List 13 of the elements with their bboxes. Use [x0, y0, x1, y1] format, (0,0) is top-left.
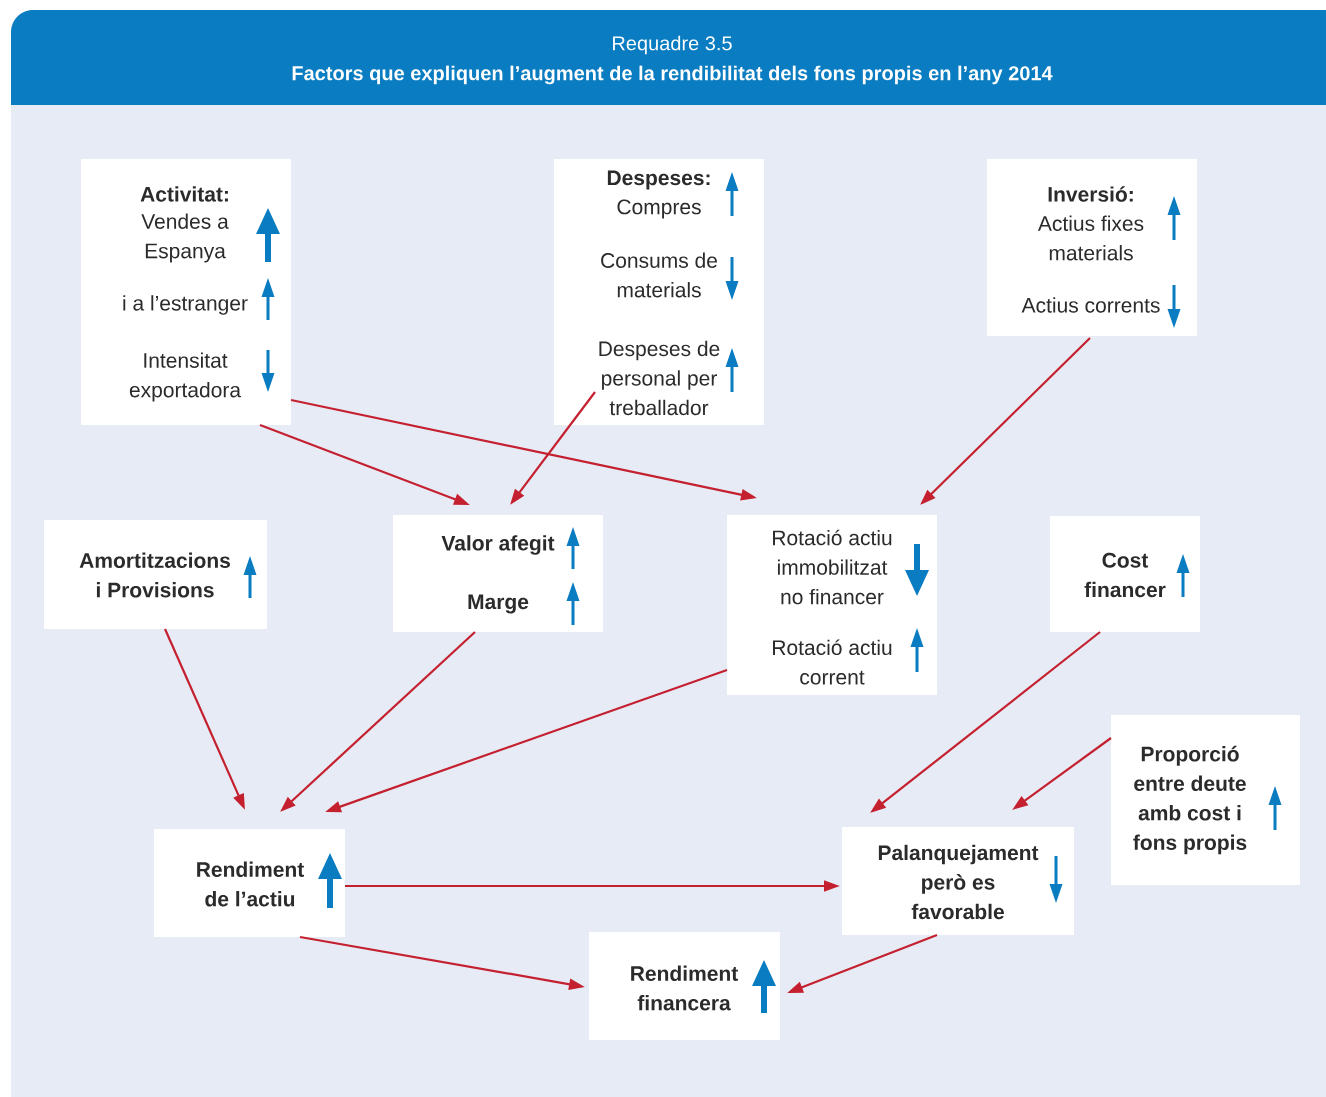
factor-box: Despeses: Compres Consums de materials Despeses de personal per treballador	[554, 159, 764, 425]
factor-box: Rotació actiu immobilitzat no financer Rotació actiu corrent	[727, 515, 937, 695]
factor-box: Cost financer	[1050, 516, 1200, 632]
factor-box: Proporció entre deute amb cost i fons propis	[1111, 715, 1300, 885]
factor-box: Activitat: Vendes a Espanya i a l’estranger Intensitat exportadora	[81, 159, 291, 425]
factor-box: Palanquejament però es favorable	[842, 827, 1074, 935]
title: Factors que expliquen l’augment de la rendibilitat dels fons propis en l’any 2014	[292, 65, 1053, 85]
factor-box: Rendiment financera	[589, 932, 780, 1040]
box-number: Requadre 3.5	[613, 35, 732, 55]
factor-box: Rendiment de l’actiu	[154, 829, 345, 937]
factor-box: Valor afegit Marge	[393, 515, 603, 632]
factor-box: Inversió: Actius fixes materials Actius corrents	[987, 159, 1197, 336]
factor-box: Amortitzacions i Provisions	[44, 520, 267, 629]
